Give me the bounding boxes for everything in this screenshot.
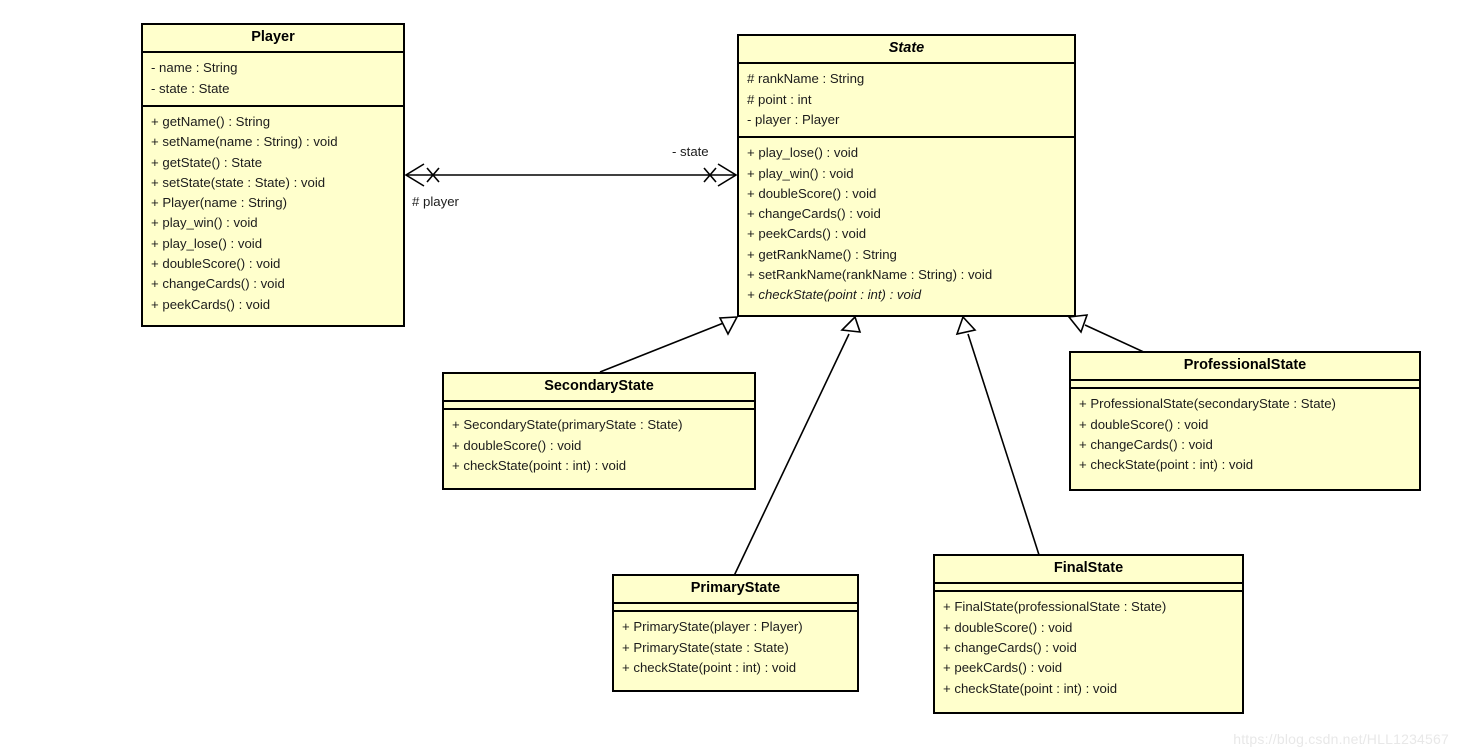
methods-compartment-state: + play_lose() : void + play_win() : void… [739,138,1074,311]
uml-class-player[interactable]: Player - name : String - state : State +… [141,23,405,327]
attribute-row: - name : String [151,60,238,76]
uml-class-finalstate[interactable]: FinalState + FinalState(professionalStat… [933,554,1244,714]
compartment-separator [935,582,1242,585]
method-row: + peekCards() : void [151,296,271,312]
method-row: + checkState(point : int) : void [1079,457,1254,473]
attribute-row: - player : Player [747,111,840,127]
generalization-secondarystate [599,316,739,373]
method-row: + getRankName() : String [747,246,897,262]
uml-class-state[interactable]: State # rankName : String # point : int … [737,34,1076,317]
method-row: + checkState(point : int) : void [943,680,1118,696]
uml-class-primarystate[interactable]: PrimaryState + PrimaryState(player : Pla… [612,574,859,692]
method-row: + play_win() : void [747,165,854,181]
attribute-row: - state : State [151,80,230,96]
compartment-separator [143,51,403,54]
class-title-player: Player [251,29,295,45]
method-row: + changeCards() : void [747,206,881,222]
method-row: + checkState(point : int) : void [622,659,797,675]
method-row: + doubleScore() : void [943,619,1073,635]
method-row: + ProfessionalState(secondaryState : Sta… [1079,396,1336,412]
method-row: + doubleScore() : void [747,185,877,201]
methods-compartment-secondarystate: + SecondaryState(primaryState : State) +… [444,410,754,482]
method-row: + PrimaryState(state : State) [622,639,789,655]
compartment-separator [739,62,1074,65]
method-row: + doubleScore() : void [452,437,582,453]
association-player-state [404,163,738,187]
attribute-row: # rankName : String [747,71,865,87]
method-row: + play_lose() : void [151,235,263,251]
watermark-text: https://blog.csdn.net/HLL1234567 [1233,731,1449,747]
class-title-professionalstate: ProfessionalState [1183,357,1307,373]
method-row: + getName() : String [151,113,271,129]
association-source-role-label: # player [412,194,459,209]
compartment-separator [614,602,857,605]
attributes-compartment-state: # rankName : String # point : int - play… [739,64,1074,136]
methods-compartment-professionalstate: + ProfessionalState(secondaryState : Sta… [1071,389,1419,481]
class-title-state: State [888,40,925,56]
uml-class-secondarystate[interactable]: SecondaryState + SecondaryState(primaryS… [442,372,756,490]
method-row: + SecondaryState(primaryState : State) [452,417,683,433]
method-row: + checkState(point : int) : void [452,457,627,473]
method-row: + getState() : State [151,154,263,170]
method-row: + PrimaryState(player : Player) [622,619,803,635]
methods-compartment-finalstate: + FinalState(professionalState : State) … [935,592,1242,704]
method-row: + Player(name : String) [151,195,287,211]
methods-compartment-player: + getName() : String + setName(name : St… [143,107,403,321]
compartment-separator [1071,387,1419,390]
method-row-abstract: + checkState(point : int) : void [747,287,922,303]
association-target-role-label: - state [672,144,709,159]
method-row: + FinalState(professionalState : State) [943,599,1167,615]
method-row: + changeCards() : void [1079,436,1213,452]
compartment-separator [143,104,403,107]
compartment-separator [614,610,857,613]
compartment-separator [444,400,754,403]
attribute-row: # point : int [747,91,812,107]
method-row: + peekCards() : void [943,660,1063,676]
class-title-primarystate: PrimaryState [690,580,781,596]
compartment-separator [444,408,754,411]
class-title-finalstate: FinalState [1053,560,1124,576]
compartment-separator [1071,379,1419,382]
uml-class-professionalstate[interactable]: ProfessionalState + ProfessionalState(se… [1069,351,1421,491]
attributes-compartment-player: - name : String - state : State [143,53,403,105]
method-row: + setName(name : String) : void [151,134,338,150]
compartment-separator [935,590,1242,593]
generalization-professionalstate [1067,314,1149,355]
method-row: + doubleScore() : void [1079,416,1209,432]
method-row: + peekCards() : void [747,226,867,242]
generalization-finalstate [955,315,1041,559]
class-title-secondarystate: SecondaryState [544,378,654,394]
methods-compartment-primarystate: + PrimaryState(player : Player) + Primar… [614,612,857,684]
compartment-separator [739,136,1074,139]
method-row: + play_win() : void [151,215,258,231]
method-row: + setState(state : State) : void [151,174,326,190]
generalization-primarystate [732,315,862,579]
method-row: + setRankName(rankName : String) : void [747,267,993,283]
method-row: + doubleScore() : void [151,256,281,272]
method-row: + play_lose() : void [747,145,859,161]
method-row: + changeCards() : void [151,276,285,292]
method-row: + changeCards() : void [943,639,1077,655]
